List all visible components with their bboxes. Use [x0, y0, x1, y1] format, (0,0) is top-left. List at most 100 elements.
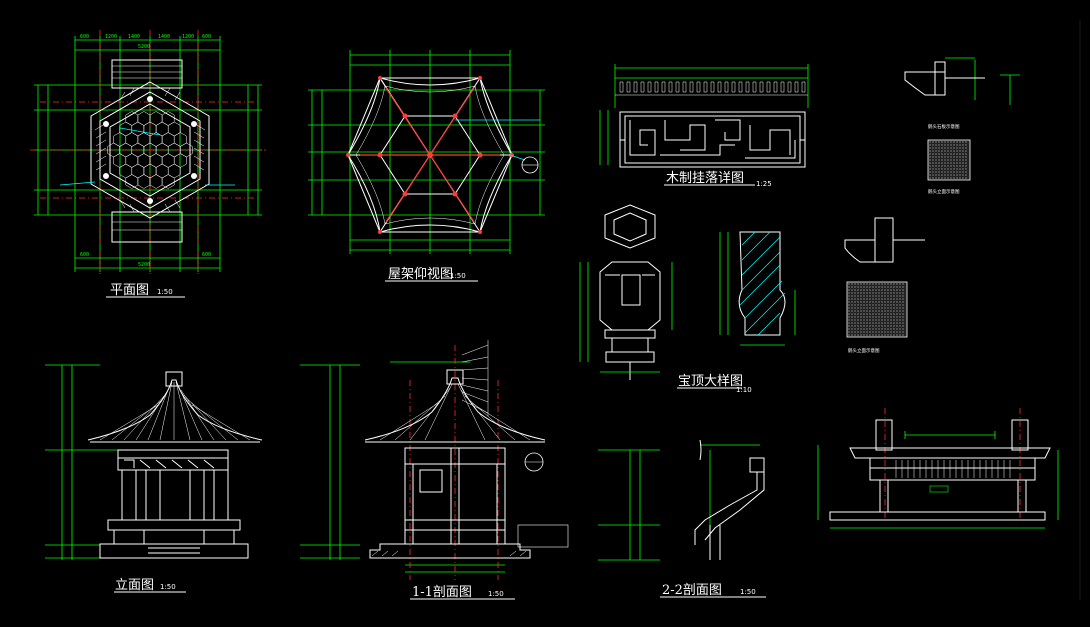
hatch-dot [962, 141, 964, 143]
hatch-dot [896, 310, 898, 312]
hatch-dot [890, 331, 892, 333]
hatch-dot [869, 304, 871, 306]
hatch-dot [896, 334, 898, 336]
hatch-dot [848, 325, 850, 327]
hatch-dot [890, 310, 892, 312]
hanging-tick-marks [615, 81, 808, 96]
hatch-dot [887, 319, 889, 321]
hatch-dot [959, 177, 961, 179]
hatch-dot [929, 141, 931, 143]
hatch-dot [872, 328, 874, 330]
hatch-dot [866, 307, 868, 309]
hatch-dot [929, 171, 931, 173]
hatch-dot [866, 328, 868, 330]
hatch-dot [929, 177, 931, 179]
hatch-dot [851, 307, 853, 309]
lattice-tick [731, 81, 736, 93]
lattice-tick [801, 81, 806, 93]
lattice-tick [626, 81, 631, 93]
roof-title: 屋架仰视图 [388, 267, 453, 282]
hatch-dot [965, 141, 967, 143]
hatch-dot [878, 304, 880, 306]
hatch-dot [854, 334, 856, 336]
hatch-dot [851, 295, 853, 297]
hatch-dot [953, 141, 955, 143]
hatch-dot [860, 316, 862, 318]
hatch-dot [962, 162, 964, 164]
hatch-dot [950, 141, 952, 143]
hatch-dot [899, 295, 901, 297]
plan-honeycomb-paving [107, 111, 193, 189]
hatch-dot [881, 301, 883, 303]
hatch-dot [884, 328, 886, 330]
hatch-dot [893, 283, 895, 285]
hatch-dot [854, 307, 856, 309]
hatch-dot [893, 328, 895, 330]
hatch-dot [878, 289, 880, 291]
hatch-dot [965, 177, 967, 179]
hatch-dot [881, 325, 883, 327]
hatch-dot [932, 147, 934, 149]
hatch-dot [881, 322, 883, 324]
hatch-dot [851, 289, 853, 291]
hatch-dot [866, 298, 868, 300]
hatch-dot [902, 313, 904, 315]
hatch-dot [860, 325, 862, 327]
hatch-dot [860, 313, 862, 315]
hatch-dot [950, 144, 952, 146]
hatch-dot [866, 313, 868, 315]
hatch-dot [902, 298, 904, 300]
hatch-dot [872, 289, 874, 291]
hatch-dot [896, 322, 898, 324]
lattice-tick [668, 81, 673, 93]
hatch-dot [938, 162, 940, 164]
plan-annotation-leaders [59, 127, 235, 186]
hatch-dot [851, 325, 853, 327]
hatch-dot [857, 334, 859, 336]
hatch-dot [956, 156, 958, 158]
section2-scale: 1:50 [740, 588, 756, 596]
hatch-dot [887, 307, 889, 309]
hatch-dot [878, 319, 880, 321]
hatch-dot [941, 141, 943, 143]
hatch-dot [869, 325, 871, 327]
hatch-dot [962, 159, 964, 161]
hatch-dot [890, 292, 892, 294]
hatch-dot [878, 301, 880, 303]
bench-section-balusters [895, 460, 1011, 478]
hatch-dot [893, 307, 895, 309]
hatch-dot [959, 150, 961, 152]
finial-detail-view: 宝顶大样图 1:10 [579, 204, 796, 394]
svg-text:1400: 1400 [158, 34, 170, 40]
hatch-dot [902, 295, 904, 297]
hatch-dot [848, 319, 850, 321]
hatch-dot [932, 165, 934, 167]
hatch-dot [953, 153, 955, 155]
hatch-dot [875, 313, 877, 315]
hatch-dot [941, 144, 943, 146]
hatch-dot [965, 171, 967, 173]
hatch-dot [956, 147, 958, 149]
hatch-dot [857, 301, 859, 303]
hatch-dot [878, 328, 880, 330]
hatch-dot [893, 298, 895, 300]
hatch-dot [872, 310, 874, 312]
hatch-dot [875, 298, 877, 300]
stone-detail-top: 鹅头石板示意图 鹅头立面示意图 [904, 57, 1020, 195]
hatch-dot [932, 156, 934, 158]
lattice-tick [717, 81, 722, 93]
hatch-dot [944, 162, 946, 164]
hatch-dot [854, 295, 856, 297]
hatch-dot [956, 144, 958, 146]
hatch-dot [854, 286, 856, 288]
hatch-dot [938, 168, 940, 170]
hatch-dot [887, 292, 889, 294]
hatch-dot [860, 322, 862, 324]
hatch-dot [944, 144, 946, 146]
hatch-dot [893, 289, 895, 291]
hatch-dot [884, 319, 886, 321]
hatch-dot [881, 307, 883, 309]
hatch-dot [899, 304, 901, 306]
hatch-dot [875, 316, 877, 318]
hatch-dot [965, 168, 967, 170]
